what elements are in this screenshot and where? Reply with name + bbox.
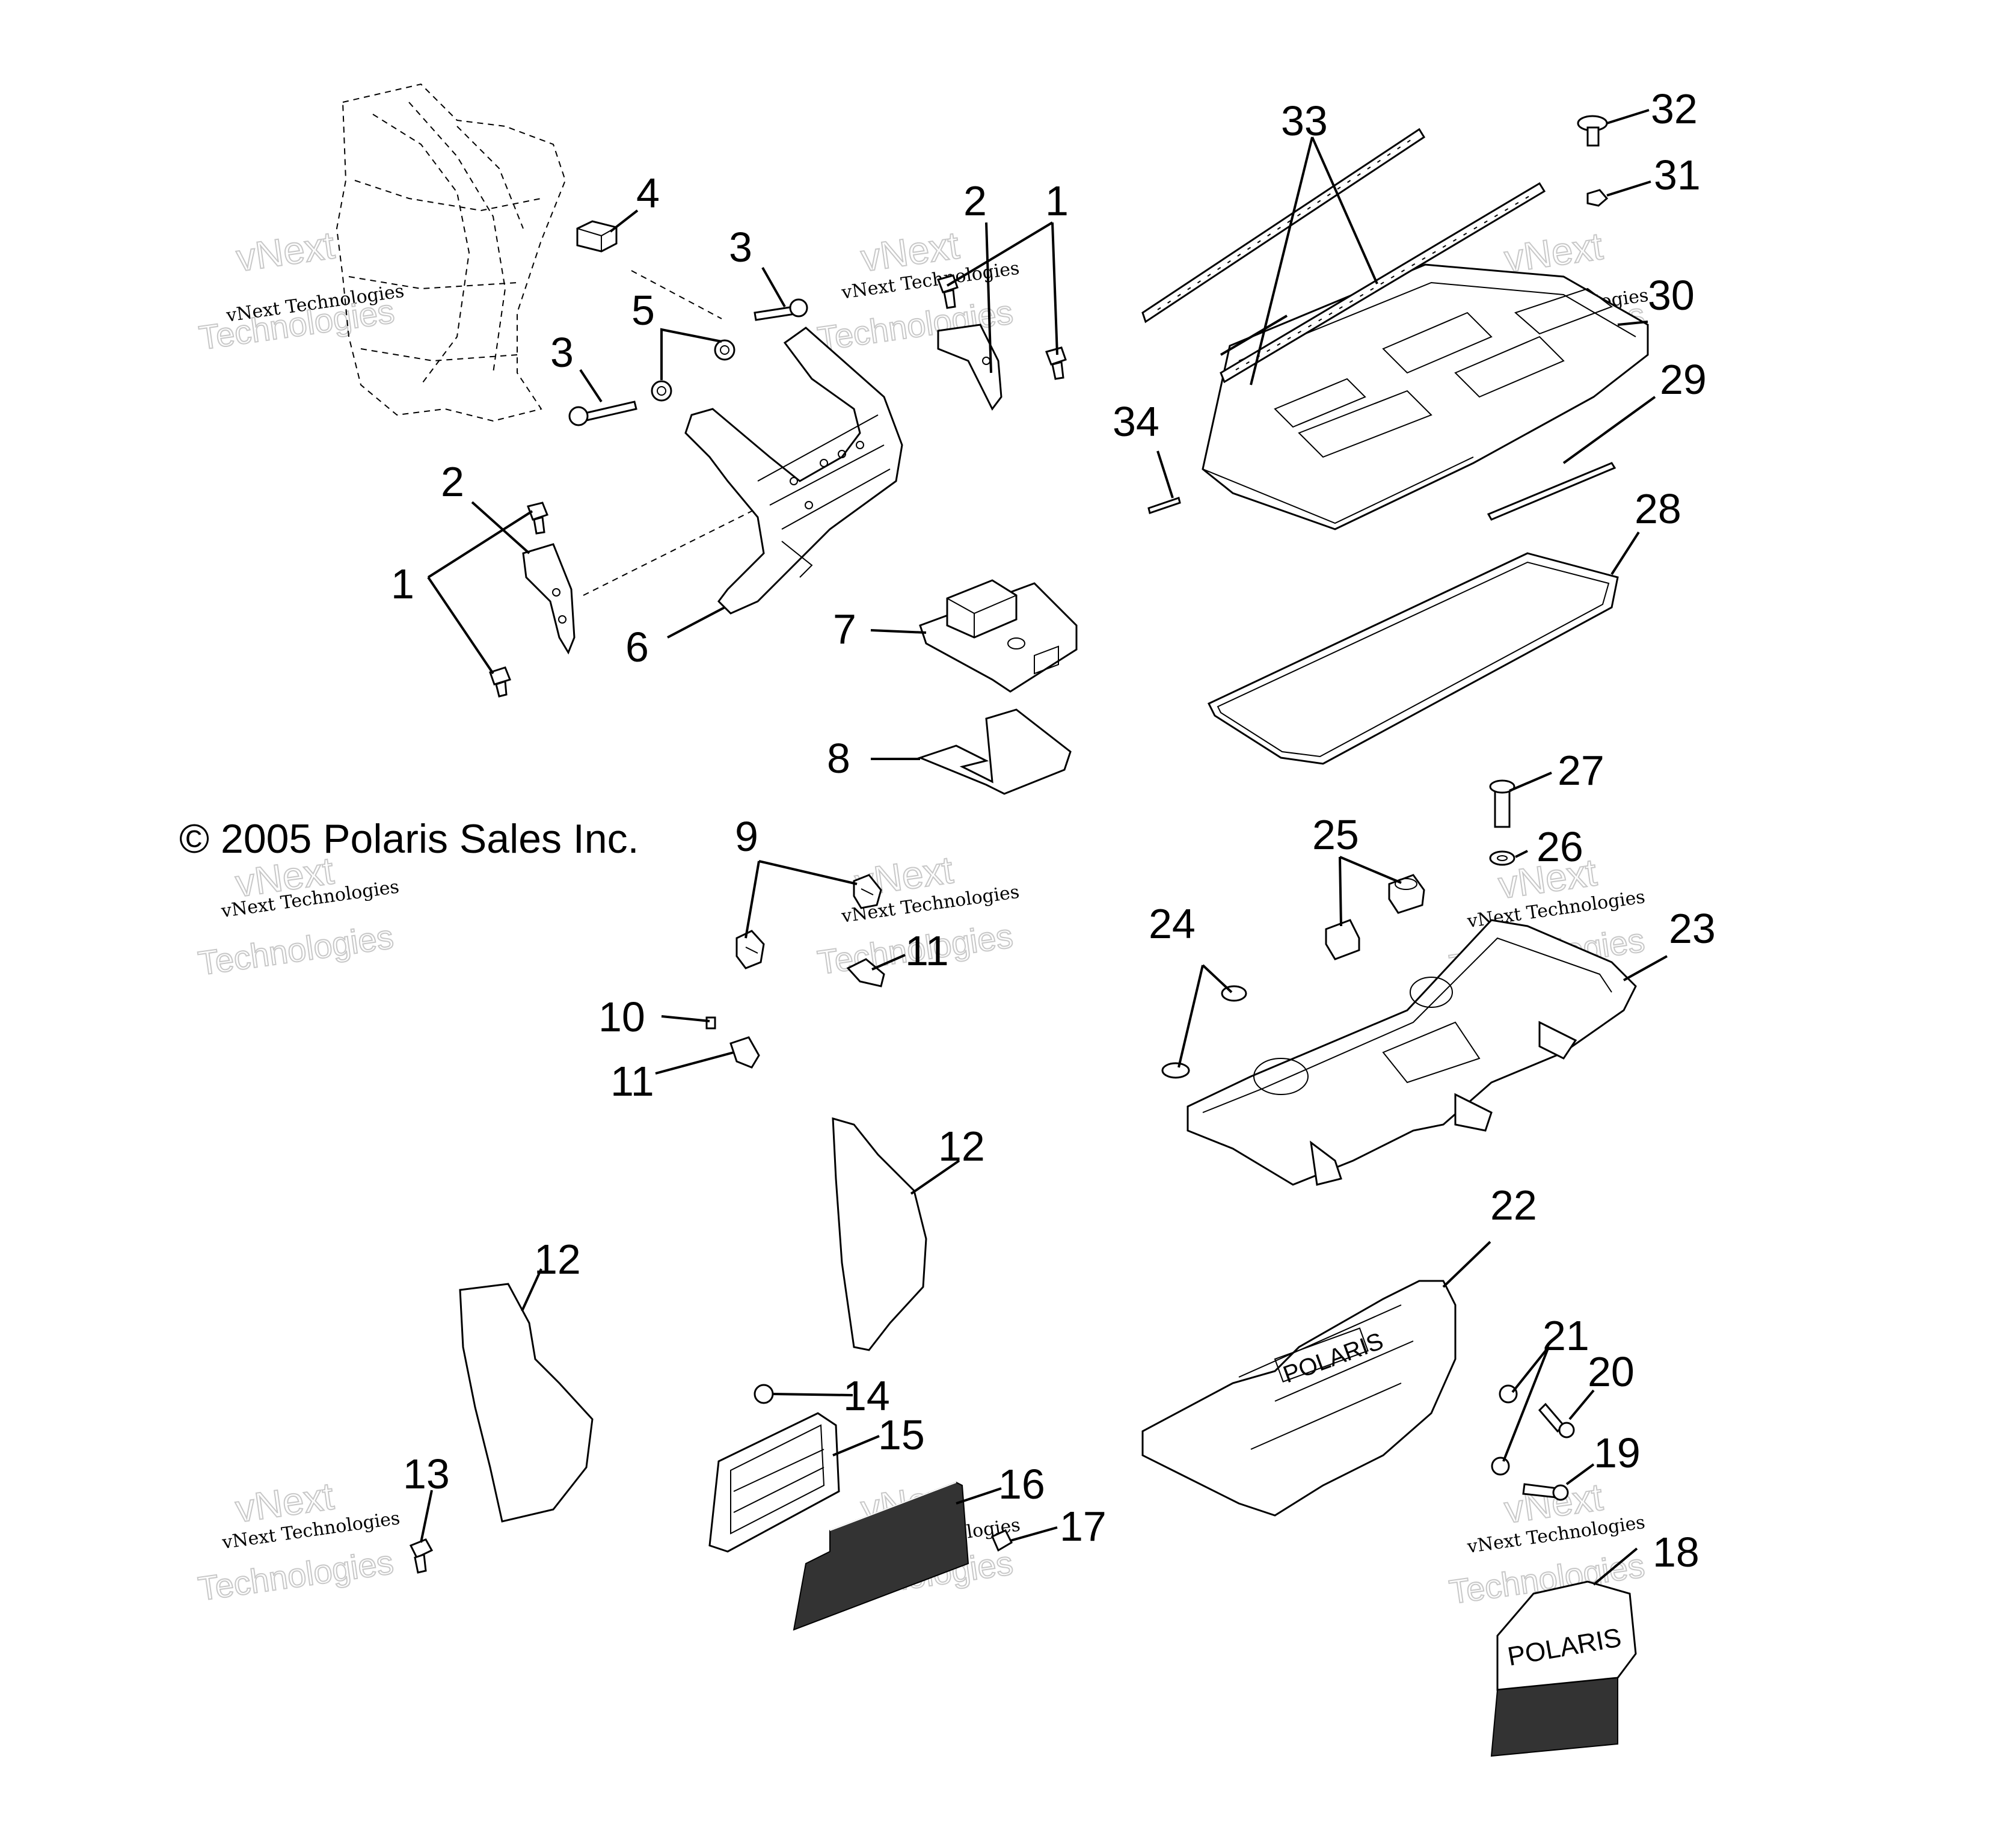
part-18-plate: POLARIS [1490, 1580, 1637, 1757]
part-17-clip [991, 1529, 1013, 1552]
watermark-1: vNext vNext Technologies Technologies [196, 223, 405, 357]
callout-13: 13 [403, 1450, 450, 1497]
copyright-notice: © 2005 Polaris Sales Inc. [179, 816, 639, 862]
part-30-front-rack [1202, 263, 1649, 530]
part-26-washer [1489, 850, 1515, 866]
callout-12-right: 12 [938, 1123, 985, 1170]
part-9-latch-a [735, 930, 765, 969]
part-12-panel-left [459, 1283, 594, 1523]
callout-17: 17 [1060, 1503, 1107, 1550]
part-6-front-bracket [684, 327, 903, 615]
callout-33: 33 [1281, 97, 1328, 144]
part-32-bolt [1577, 115, 1608, 147]
part-21-washer-b [1491, 1457, 1510, 1476]
part-1-screw-upper-b [1045, 346, 1067, 380]
callout-11-upper: 11 [905, 927, 949, 974]
callout-21: 21 [1543, 1312, 1589, 1359]
part-7-module [919, 579, 1078, 693]
callout-10: 10 [598, 993, 645, 1040]
part-3-bolt-b [568, 401, 637, 426]
part-28-seal [1207, 552, 1619, 765]
callout-15: 15 [878, 1411, 925, 1458]
part-5-nut-a [714, 339, 735, 361]
part-34-pin [1147, 497, 1181, 514]
part-3-bolt-a [754, 298, 808, 321]
part-2-bracket-lower [522, 543, 576, 655]
watermark-2: vNext vNext Technologies Technologies [815, 223, 1021, 358]
part-5-nut-b [651, 380, 672, 402]
callout-6: 6 [625, 624, 649, 671]
part-2-bracket-upper [937, 324, 1002, 411]
part-8-gasket [917, 708, 1072, 795]
callout-34: 34 [1113, 398, 1159, 445]
callout-14: 14 [843, 1372, 890, 1419]
part-21-washer-a [1499, 1384, 1518, 1404]
callout-11-lower: 11 [610, 1058, 654, 1105]
callout-2-upper: 2 [963, 177, 987, 224]
callout-22: 22 [1490, 1182, 1537, 1229]
callout-18: 18 [1653, 1529, 1699, 1576]
callout-3-upper: 3 [729, 224, 752, 271]
callout-19: 19 [1594, 1429, 1641, 1476]
callout-16: 16 [998, 1461, 1045, 1508]
callout-3-lower: 3 [550, 329, 574, 376]
part-29-strip [1487, 462, 1616, 521]
part-14-fastener [754, 1384, 774, 1404]
callout-1-upper: 1 [1045, 177, 1069, 224]
part-20-bolt [1538, 1402, 1575, 1438]
callout-9: 9 [735, 813, 758, 860]
callout-1-lower: 1 [391, 560, 414, 607]
callout-30: 30 [1648, 272, 1695, 319]
part-33-strip-b [1220, 182, 1546, 384]
part-23-storage-tub [1187, 919, 1637, 1186]
part-11-clip-a [846, 958, 885, 987]
callout-20: 20 [1588, 1348, 1635, 1395]
part-22-front-bumper: POLARIS [1141, 1280, 1457, 1517]
part-1-screw-upper-a [937, 274, 959, 309]
callout-5: 5 [631, 287, 655, 334]
callout-25: 25 [1312, 811, 1359, 858]
part-25-knob-a [1325, 919, 1360, 960]
callout-23: 23 [1669, 905, 1716, 952]
callout-2-lower: 2 [441, 458, 464, 505]
svg-text:Technologies: Technologies [196, 917, 396, 982]
callout-4: 4 [636, 170, 660, 216]
part-13-fastener [409, 1538, 434, 1574]
part-19-bolt [1522, 1483, 1569, 1501]
part-25-knob-b [1388, 874, 1425, 914]
callout-29: 29 [1660, 356, 1707, 403]
callout-12-left: 12 [534, 1236, 581, 1283]
callout-26: 26 [1537, 823, 1583, 870]
part-10-pin [705, 1016, 716, 1030]
frame-outline [336, 83, 752, 596]
leader-lines [420, 109, 1668, 1586]
part-11-clip-b [729, 1036, 760, 1069]
part-33-strip-a [1141, 127, 1426, 324]
part-16-mesh [793, 1481, 969, 1631]
part-1-screw-lower-b [489, 666, 511, 698]
callout-24: 24 [1149, 900, 1196, 947]
svg-text:vNext: vNext [234, 223, 337, 280]
part-12-panel-right [832, 1117, 927, 1351]
part-1-screw-lower-a [527, 502, 548, 535]
part-15-grille-frame [708, 1412, 840, 1553]
part-24-plug-b [1221, 985, 1247, 1002]
callout-31: 31 [1654, 152, 1701, 198]
part-24-plug-a [1161, 1062, 1190, 1079]
callout-8: 8 [827, 735, 850, 782]
callout-32: 32 [1651, 85, 1698, 132]
callout-27: 27 [1558, 747, 1604, 794]
part-31-nut [1586, 189, 1609, 207]
part-9-latch-b [853, 874, 882, 909]
callout-labels: 4 3 3 5 2 1 2 1 6 7 8 9 10 11 11 12 12 1… [391, 85, 1716, 1576]
watermark-7: vNext vNext Technologies Technologies [195, 1473, 402, 1608]
callout-7: 7 [833, 606, 856, 652]
part-27-bolt [1489, 779, 1515, 828]
part-4-bumper-block [576, 220, 618, 253]
callout-28: 28 [1635, 485, 1681, 532]
